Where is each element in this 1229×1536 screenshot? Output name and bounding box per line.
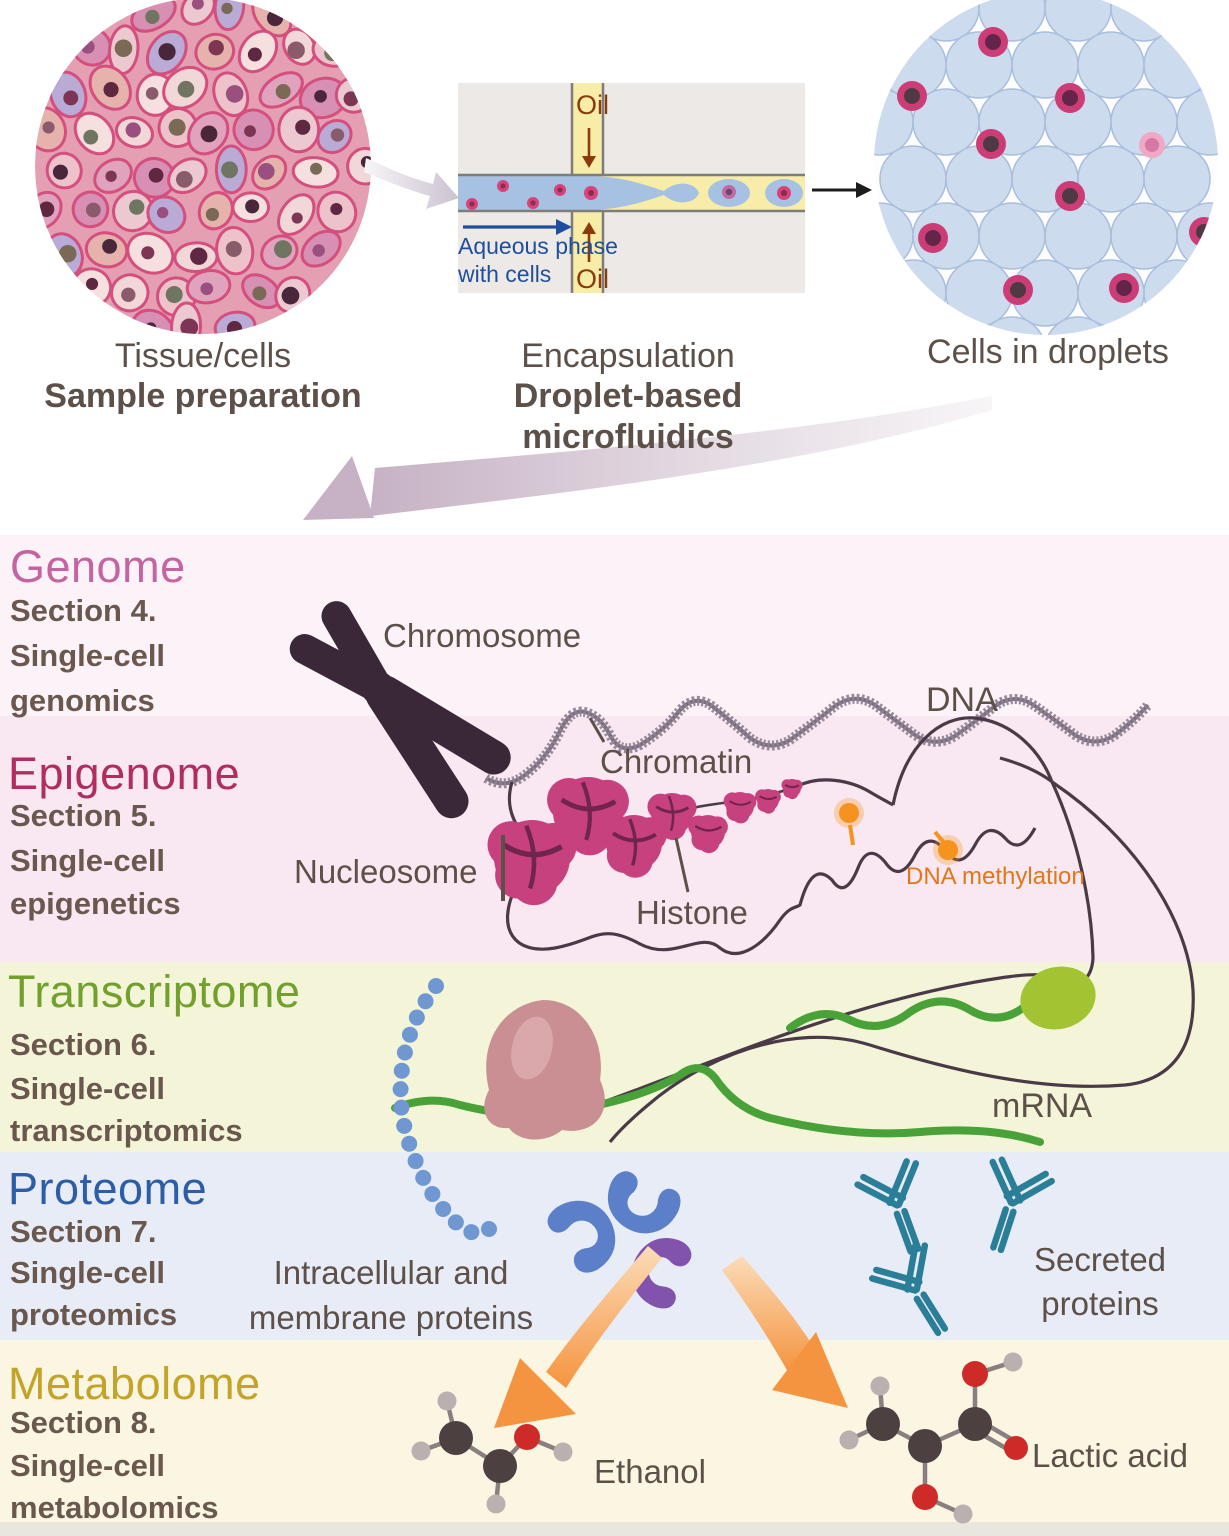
dna-label: DNA: [926, 681, 998, 719]
aqueous-label-line2: with cells: [458, 261, 552, 287]
epigenome-title: Epigenome: [8, 748, 241, 799]
chromatin-label: Chromatin: [600, 743, 753, 780]
metabolome-section-line1: Section 8.: [10, 1405, 157, 1440]
metabolome-section-line2: Single-cell: [10, 1448, 166, 1483]
proteome-section-line1: Section 7.: [10, 1214, 157, 1249]
genome-section-line2: Single-cell: [10, 638, 166, 673]
epigenome-section-line2: Single-cell: [10, 843, 166, 878]
bottom-strip: [0, 1522, 1229, 1536]
transcriptome-section-line2: Single-cell: [10, 1071, 166, 1106]
aqueous-label-line1: Aqueous phase: [458, 233, 618, 259]
droplets-label: Cells in droplets: [927, 333, 1169, 371]
lactic-acid-label: Lactic acid: [1032, 1437, 1188, 1474]
droplets-illustration: [874, 0, 1218, 335]
dna-methylation-label: DNA methylation: [906, 863, 1085, 890]
proteome-title: Proteome: [8, 1163, 208, 1214]
metabolome-title: Metabolome: [8, 1358, 261, 1409]
secreted-label-line1: Secreted: [1033, 1241, 1167, 1278]
intracellular-label-line2: membrane proteins: [248, 1299, 534, 1336]
genome-band: [0, 535, 1229, 716]
encapsulation-sublabel: Droplet-based microfluidics: [513, 377, 743, 456]
epigenome-section-line3: epigenetics: [10, 886, 181, 921]
proteome-section-line3: proteomics: [10, 1297, 178, 1332]
intracellular-label-line1: Intracellular and: [273, 1254, 509, 1291]
tissue-label: Tissue/cells: [114, 337, 292, 375]
histone-label: Histone: [636, 894, 748, 931]
chip-to-droplets-arrow-icon: [812, 182, 872, 198]
nucleosome-label: Nucleosome: [294, 853, 478, 890]
oil-top-label: Oil: [576, 90, 609, 120]
tissue-illustration: [35, 0, 371, 334]
secreted-label-line2: proteins: [1041, 1285, 1159, 1322]
genome-title: Genome: [10, 541, 186, 592]
transcriptome-title: Transcriptome: [8, 966, 301, 1017]
genome-section-line1: Section 4.: [10, 593, 157, 628]
encapsulation-label: Encapsulation: [521, 337, 735, 375]
chromosome-label: Chromosome: [383, 617, 582, 654]
mrna-label: mRNA: [992, 1087, 1093, 1125]
transcriptome-section-line1: Section 6.: [10, 1027, 157, 1062]
transcriptome-section-line3: transcriptomics: [10, 1113, 243, 1148]
oil-bottom-label: Oil: [576, 264, 609, 294]
genome-section-line3: genomics: [10, 683, 155, 718]
flow-arrow-icon: [364, 158, 459, 209]
ethanol-label: Ethanol: [594, 1453, 706, 1490]
metabolome-section-line3: metabolomics: [10, 1490, 219, 1525]
proteome-section-line2: Single-cell: [10, 1255, 166, 1290]
epigenome-section-line1: Section 5.: [10, 798, 157, 833]
tissue-sublabel: Sample preparation: [44, 377, 362, 415]
